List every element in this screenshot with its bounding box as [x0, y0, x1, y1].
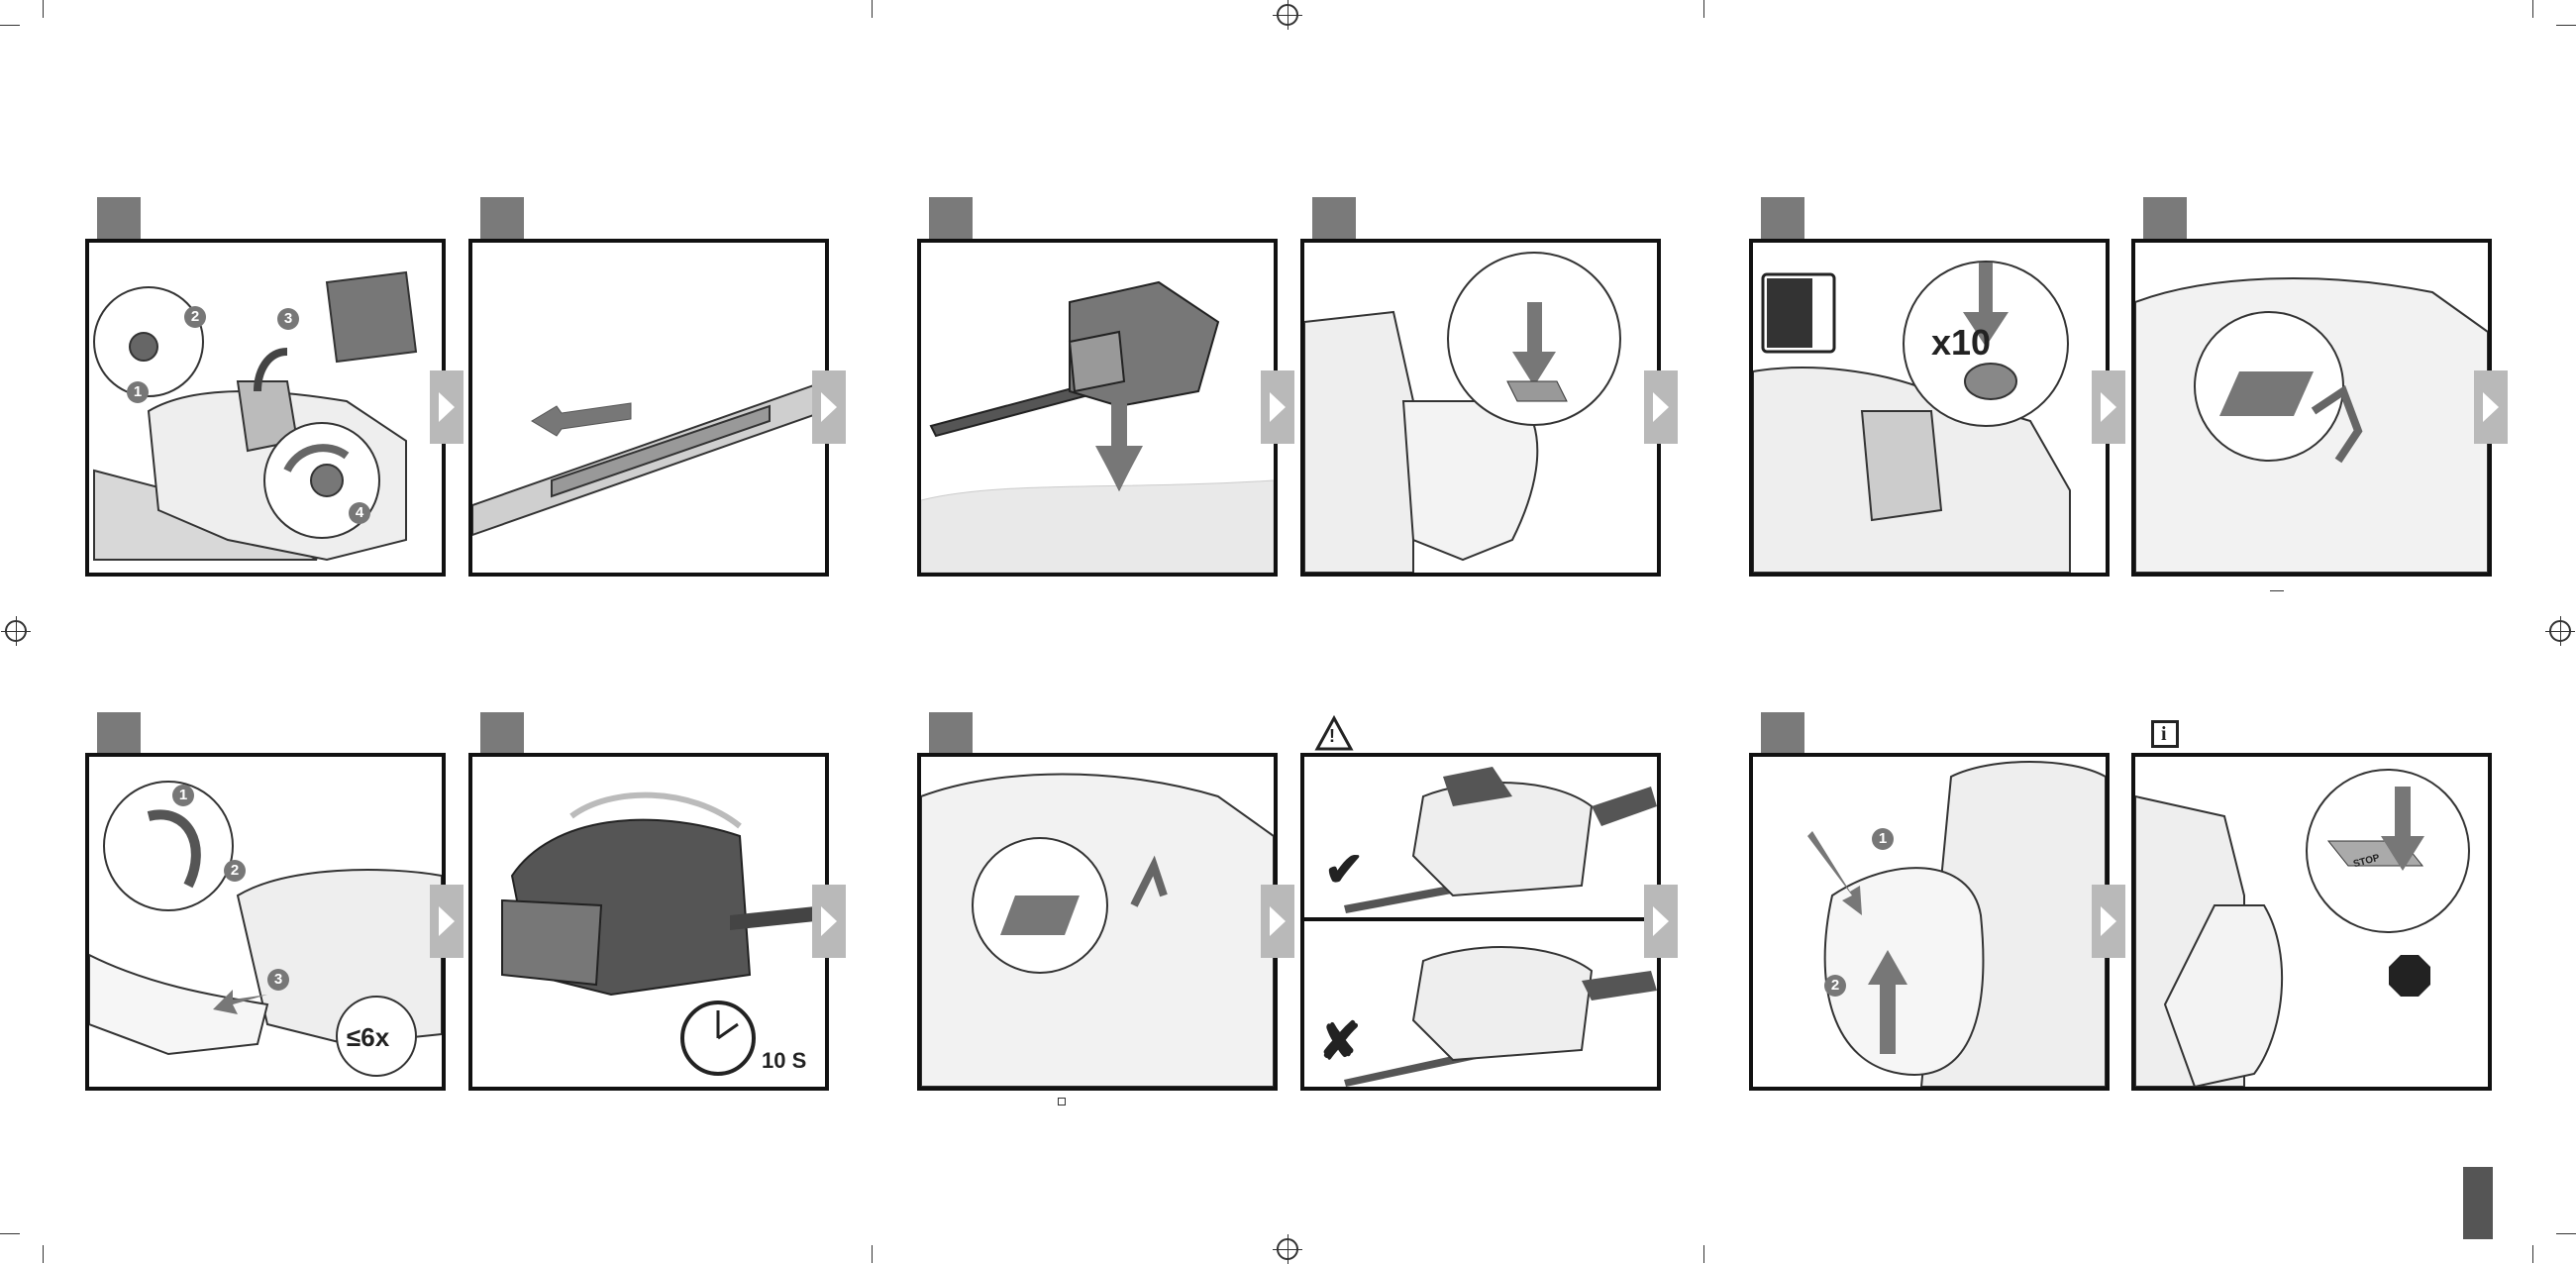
next-step-arrow	[2092, 885, 2125, 958]
step-panel-place-on-ground	[917, 239, 1278, 577]
registration-mark	[1277, 4, 1298, 26]
choke-lever-illustration	[2135, 243, 2488, 573]
step-number-badge: 2	[184, 306, 206, 328]
info-icon-glyph: i	[2161, 723, 2167, 746]
page-tab	[2463, 1167, 2493, 1239]
small-marker	[1058, 1098, 1066, 1106]
time-label: 10 S	[762, 1048, 806, 1074]
step-number-badge: 1	[127, 381, 149, 403]
trimmer-on-ground-illustration	[921, 243, 1274, 573]
incorrect-mark: ✘	[1318, 1012, 1362, 1072]
step-panel-pull-starter: 1 2 3 ≤6x	[85, 753, 446, 1091]
step-panel-primer: x10	[1749, 239, 2110, 577]
crop-mark	[2532, 1245, 2533, 1263]
correct-mark: ✔	[1324, 842, 1364, 897]
crop-mark	[2556, 25, 2576, 26]
crop-mark	[1703, 1245, 1704, 1263]
next-step-arrow	[1644, 370, 1678, 444]
crop-mark	[872, 1245, 873, 1263]
primer-bulb-illustration	[1753, 243, 2106, 573]
step-panel-fuel: 2 3 1 4	[85, 239, 446, 577]
step-panel-run-position	[917, 753, 1278, 1091]
next-step-arrow	[430, 885, 464, 958]
small-marker	[2270, 590, 2284, 591]
info-icon: i	[2143, 712, 2187, 756]
next-step-arrow	[2092, 370, 2125, 444]
next-step-arrow	[430, 370, 464, 444]
step-number-badge: 2	[1824, 975, 1846, 997]
step-panel-warm-up: 10 S	[468, 753, 829, 1091]
blade-cover-removal-illustration	[472, 243, 825, 573]
stop-switch-illustration	[2135, 757, 2488, 1087]
warm-up-illustration	[472, 757, 825, 1087]
step-number-badge: 1	[1872, 828, 1894, 850]
repeat-count-label: x10	[1931, 322, 1991, 364]
on-switch-illustration	[1304, 243, 1657, 573]
next-step-arrow	[812, 885, 846, 958]
crop-mark	[2556, 1233, 2576, 1234]
crop-mark	[0, 25, 20, 26]
next-step-arrow	[1261, 370, 1294, 444]
step-number-badge: 1	[172, 785, 194, 806]
crop-mark	[1703, 0, 1704, 18]
warning-icon-glyph: !	[1329, 726, 1335, 747]
crop-mark	[2532, 0, 2533, 18]
step-panel-blade-cover	[468, 239, 829, 577]
step-number-badge: 3	[277, 308, 299, 330]
registration-mark	[5, 620, 27, 642]
step-number-badge: 4	[349, 502, 370, 524]
step-panel-choke	[2131, 239, 2492, 577]
registration-mark	[1277, 1238, 1298, 1260]
step-panel-stop: STOP	[2131, 753, 2492, 1091]
crop-mark	[43, 0, 44, 18]
step-panel-switch-on	[1300, 239, 1661, 577]
crop-mark	[43, 1245, 44, 1263]
choke-run-illustration	[921, 757, 1274, 1087]
registration-mark	[2549, 620, 2571, 642]
step-number-badge: 2	[224, 860, 246, 882]
warning-icon: !	[1312, 712, 1356, 756]
crop-mark	[872, 0, 873, 18]
step-panel-throttle: 1 2	[1749, 753, 2110, 1091]
next-step-arrow	[812, 370, 846, 444]
step-panel-grip-correct: ✔	[1300, 753, 1661, 921]
pull-count-label: ≤6x	[347, 1022, 389, 1053]
next-step-arrow	[1644, 885, 1678, 958]
next-step-arrow	[1261, 885, 1294, 958]
hedge-trimmer-fuel-illustration	[89, 243, 442, 573]
step-panel-grip-incorrect: ✘	[1300, 917, 1661, 1091]
step-number-badge: 3	[267, 969, 289, 991]
next-step-arrow	[2474, 370, 2508, 444]
crop-mark	[0, 1233, 20, 1234]
throttle-illustration	[1753, 757, 2106, 1087]
